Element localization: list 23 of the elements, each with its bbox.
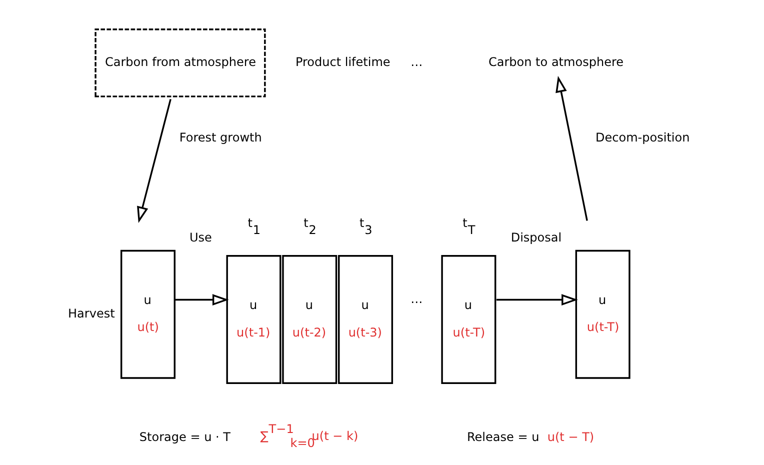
label: Product lifetime [294,55,390,70]
label: … [410,55,422,70]
edge-label: Forest growth [178,130,262,144]
arrow [555,76,588,221]
arrow [136,99,171,224]
node-label: Harvest [68,306,114,321]
label: u(t − T) [546,430,594,444]
arrow [496,294,578,306]
node-box: u u(t-T) [440,255,496,384]
node-box: u u(t-2) [282,255,337,384]
arrow [174,294,228,306]
node-box: Carbon from atmosphere [94,28,266,98]
label: Release = u [466,430,539,444]
node-box: u u(t-1) [226,255,281,384]
edge-label: Decom-position [595,130,690,144]
node-box: u u(t) [120,250,175,379]
edge-label: Use [188,230,212,244]
node-box: u u(t-T) [574,250,630,379]
node-box: u u(t-3) [338,255,393,384]
edge-label: Disposal [510,230,562,244]
label: … [410,292,422,306]
node-text: Carbon to atmosphere [488,55,624,70]
label: Storage = u · T [138,430,230,444]
